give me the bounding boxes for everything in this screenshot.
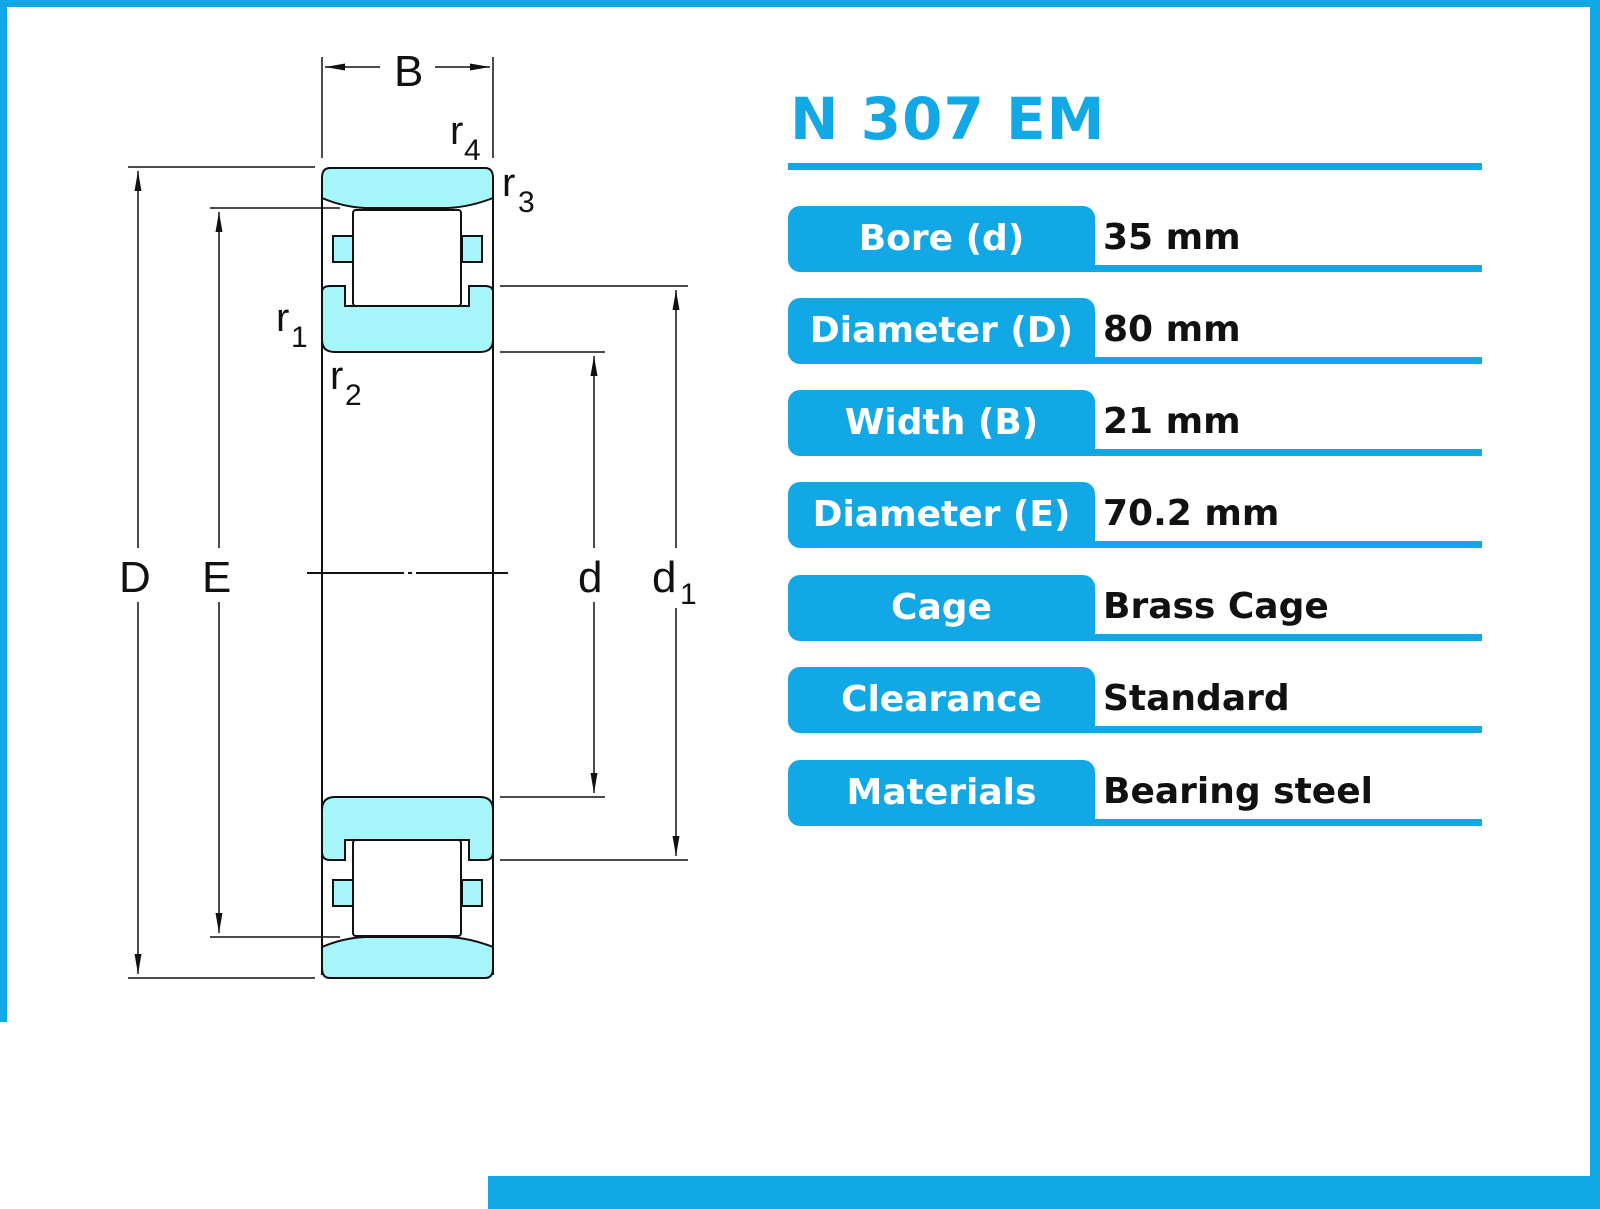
frame-top-border	[0, 0, 1600, 7]
label-diameter-e: E	[202, 553, 231, 602]
label-r4-subscript: 4	[464, 134, 481, 167]
spec-row-diameter-d: Diameter (D) 80 mm	[788, 298, 1482, 364]
spec-underline	[1088, 634, 1482, 641]
label-d1-bg	[650, 548, 702, 608]
label-d1-subscript: 1	[680, 578, 697, 611]
spec-row-bore: Bore (d) 35 mm	[788, 206, 1482, 272]
spec-row-materials: Materials Bearing steel	[788, 760, 1482, 826]
spec-label: Diameter (D)	[788, 298, 1095, 364]
cage-right-top	[461, 235, 483, 263]
bearing-cross-section-drawing: B D E d d 1 r 4 r 3 r 1 r 2	[116, 47, 702, 979]
spec-value: Bearing steel	[1103, 771, 1373, 812]
label-r3-subscript: 3	[518, 186, 535, 219]
spec-value: 70.2 mm	[1103, 493, 1280, 534]
frame-right-border	[1590, 0, 1600, 1209]
label-outer-diameter-d: D	[119, 553, 151, 602]
extension-lines	[128, 57, 688, 979]
frame-left-border	[0, 0, 7, 1022]
label-d1-main: d	[652, 553, 676, 602]
label-bore-d: d	[578, 553, 602, 602]
spec-label: Cage	[788, 575, 1095, 641]
outer-ring-bottom	[321, 936, 494, 979]
label-r2-main: r	[330, 354, 343, 398]
spec-label: Diameter (E)	[788, 482, 1095, 548]
label-bore-bg	[574, 548, 614, 602]
spec-underline	[1088, 541, 1482, 548]
label-r3-main: r	[502, 161, 515, 205]
inner-ring-top	[321, 285, 494, 353]
outer-ring-top	[321, 167, 494, 209]
spec-label: Bore (d)	[788, 206, 1095, 272]
inner-ring-bottom	[321, 796, 494, 861]
spec-value: 35 mm	[1103, 217, 1241, 258]
label-width-b: B	[394, 47, 423, 96]
label-e-bg	[199, 548, 239, 602]
cage-left-bottom	[332, 879, 354, 907]
spec-value: 80 mm	[1103, 309, 1241, 350]
spec-row-width: Width (B) 21 mm	[788, 390, 1482, 456]
spec-label: Width (B)	[788, 390, 1095, 456]
spec-underline	[1088, 819, 1482, 826]
label-d-outer-bg	[116, 548, 160, 602]
spec-underline	[1088, 265, 1482, 272]
label-r1-main: r	[276, 296, 289, 340]
label-r4-main: r	[450, 109, 463, 153]
label-r2-subscript: 2	[345, 379, 362, 412]
spec-label: Materials	[788, 760, 1095, 826]
cage-left-top	[332, 235, 354, 263]
roller-top	[352, 209, 462, 307]
spec-row-cage: Cage Brass Cage	[788, 575, 1482, 641]
frame-bottom-bar	[488, 1176, 1600, 1209]
product-title: N 307 EM	[790, 85, 1106, 153]
lower-section	[321, 796, 494, 979]
spec-underline	[1088, 357, 1482, 364]
cage-right-bottom	[461, 879, 483, 907]
title-underline	[788, 163, 1482, 170]
spec-value: Brass Cage	[1103, 586, 1329, 627]
spec-row-diameter-e: Diameter (E) 70.2 mm	[788, 482, 1482, 548]
spec-underline	[1088, 449, 1482, 456]
upper-section	[321, 167, 494, 353]
spec-value: 21 mm	[1103, 401, 1241, 442]
label-r1-subscript: 1	[291, 321, 308, 354]
spec-underline	[1088, 726, 1482, 733]
spec-label: Clearance	[788, 667, 1095, 733]
spec-value: Standard	[1103, 678, 1290, 719]
spec-row-clearance: Clearance Standard	[788, 667, 1482, 733]
roller-bottom	[352, 839, 462, 937]
